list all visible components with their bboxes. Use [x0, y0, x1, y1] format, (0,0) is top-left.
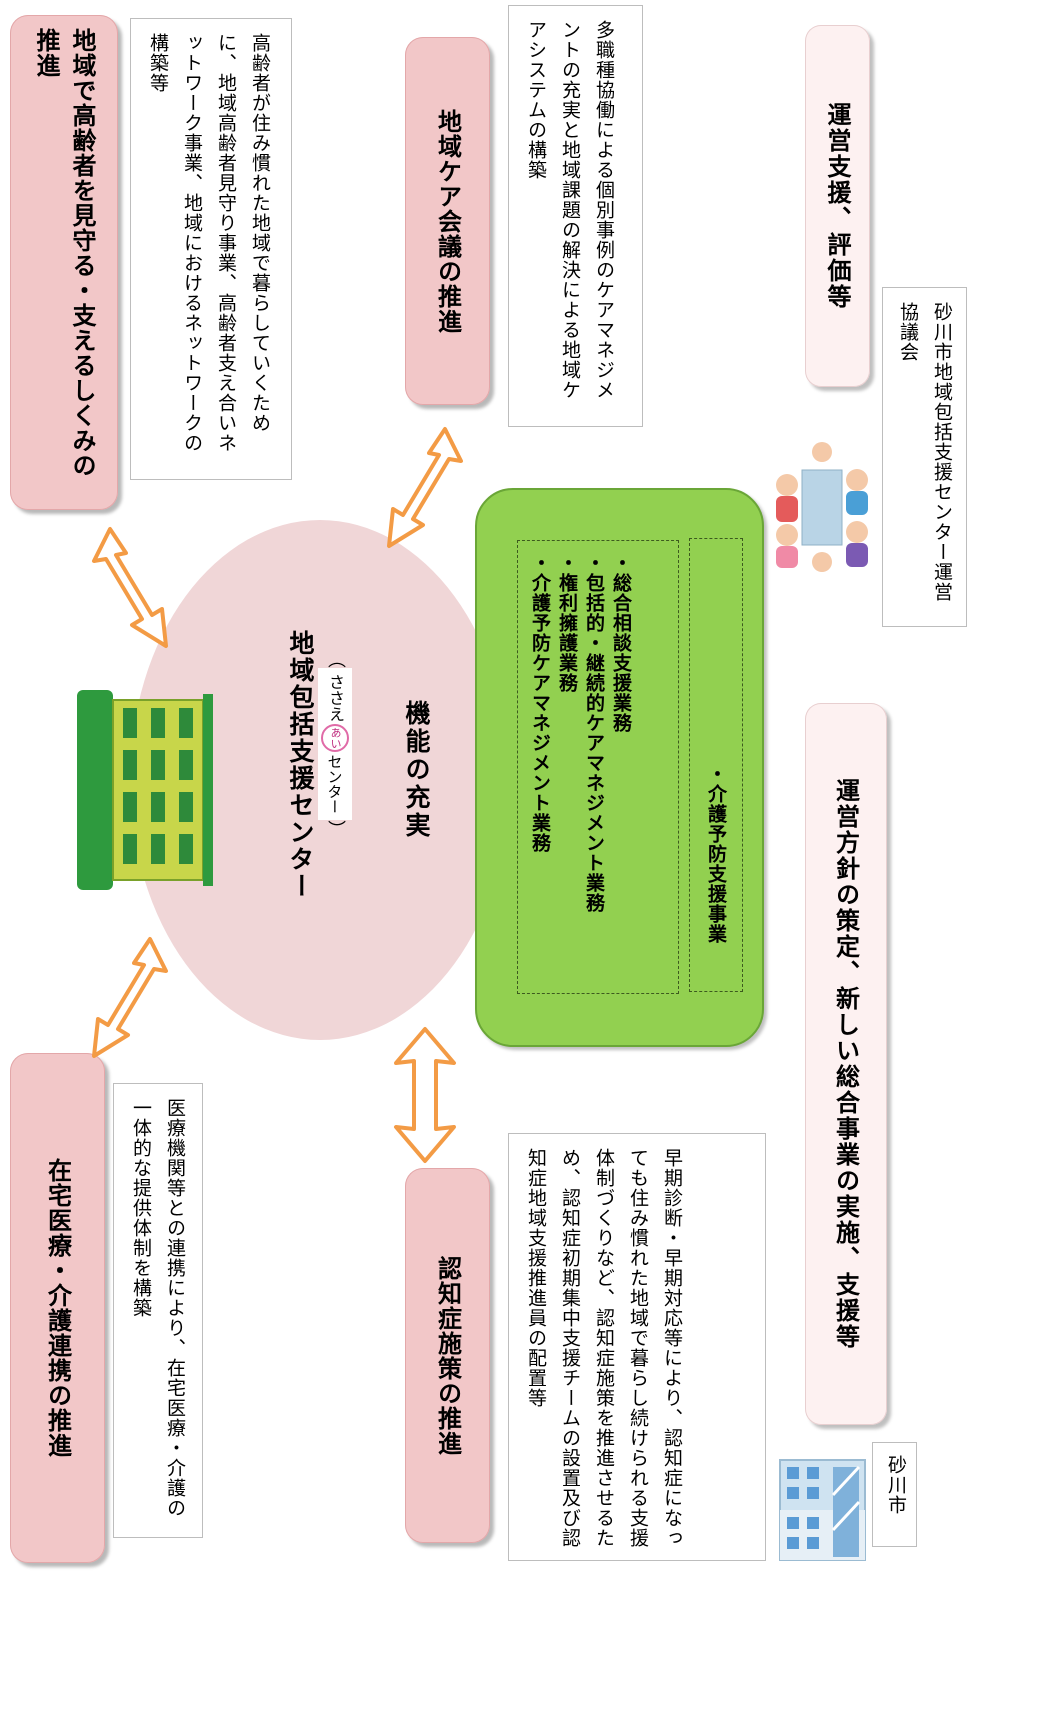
left-top-desc-box: 高齢者が住み慣れた地域で暮らしていくために、地域高齢者見守り事業、高齢者支え合い…	[130, 18, 292, 480]
left-bottom-desc: 医療機関等との連携により、在宅医療・介護の一体的な提供体制を構築	[130, 1098, 186, 1518]
nickname-suffix: センター	[325, 754, 344, 814]
nickname-logo: あい	[329, 727, 342, 749]
arrow-mid-top	[387, 427, 463, 548]
right-top-label-box: 砂川市地域包括支援センター運営協議会	[882, 287, 967, 627]
center-title: 地域包括支援センター	[286, 630, 315, 900]
nickname-close: ）	[325, 820, 346, 838]
mid-bottom-title: 認知症施策の推進	[433, 1255, 462, 1456]
left-top-desc: 高齢者が住み慣れた地域で暮らしていくために、地域高齢者見守り事業、高齢者支え合い…	[147, 33, 271, 453]
mid-top-title-box: 地域ケア会議の推進	[405, 37, 490, 405]
mid-bottom-desc-box: 早期診断・早期対応等により、認知症になっても住み慣れた地域で暮らし続けられる支援…	[508, 1133, 766, 1561]
left-bottom-title: 在宅医療・介護連携の推進	[43, 1158, 72, 1458]
service-item: ・介護予防ケアマネジメント業務	[529, 553, 551, 853]
left-top-title: 地域で高齢者を見守る・支えるしくみの推進	[32, 27, 96, 478]
prevention-item: ・介護予防支援事業	[705, 764, 727, 944]
services-list-box: ・総合相談支援業務 ・包括的・継続的ケアマネジメント業務 ・権利擁護業務 ・介護…	[517, 540, 679, 994]
nickname-box: ささえ あい センター	[318, 668, 352, 820]
mid-top-desc: 多職種協働による個別事例のケアマネジメントの充実と地域課題の解決による地域ケアシ…	[525, 20, 615, 400]
service-item: ・権利擁護業務	[556, 553, 578, 693]
right-top-label: 砂川市地域包括支援センター運営協議会	[897, 302, 953, 602]
service-item: ・総合相談支援業務	[610, 553, 632, 733]
people-meeting-icon	[776, 442, 868, 572]
right-bottom-title-box: 運営方針の策定、新しい総合事業の実施、支援等	[805, 703, 887, 1425]
mid-bottom-desc: 早期診断・早期対応等により、認知症になっても住み慣れた地域で暮らし続けられる支援…	[525, 1148, 683, 1548]
left-top-title-box: 地域で高齢者を見守る・支えるしくみの推進	[10, 15, 118, 510]
mid-top-title: 地域ケア会議の推進	[433, 108, 462, 334]
right-top-title: 運営支援、評価等	[823, 102, 851, 310]
service-item: ・包括的・継続的ケアマネジメント業務	[583, 553, 605, 913]
services-box: ・総合相談支援業務 ・包括的・継続的ケアマネジメント業務 ・権利擁護業務 ・介護…	[475, 488, 764, 1047]
arrow-left-bottom	[92, 937, 168, 1058]
right-bottom-label-box: 砂川市	[872, 1442, 917, 1547]
right-bottom-label: 砂川市	[885, 1455, 907, 1515]
mid-top-desc-box: 多職種協働による個別事例のケアマネジメントの充実と地域課題の解決による地域ケアシ…	[508, 5, 643, 427]
right-top-title-box: 運営支援、評価等	[805, 25, 870, 387]
center-subtitle: 機能の充実	[402, 700, 431, 840]
services-list: ・総合相談支援業務 ・包括的・継続的ケアマネジメント業務 ・権利擁護業務 ・介護…	[518, 541, 642, 971]
left-bottom-title-box: 在宅医療・介護連携の推進	[10, 1053, 105, 1563]
arrow-left-top	[92, 527, 168, 648]
nickname-open: （	[325, 650, 346, 668]
prevention-box: ・介護予防支援事業	[689, 538, 743, 992]
center-nickname: （ ささえ あい センター ）	[318, 650, 352, 838]
mid-bottom-title-box: 認知症施策の推進	[405, 1168, 490, 1543]
left-bottom-desc-box: 医療機関等との連携により、在宅医療・介護の一体的な提供体制を構築	[113, 1083, 203, 1538]
arrow-mid-bottom	[394, 1027, 456, 1163]
right-bottom-title: 運営方針の策定、新しい総合事業の実施、支援等	[831, 778, 860, 1350]
city-building-icon	[779, 1459, 866, 1561]
building-icon	[77, 690, 213, 890]
nickname-prefix: ささえ	[326, 674, 345, 722]
nickname-logo-icon: あい	[321, 724, 349, 752]
